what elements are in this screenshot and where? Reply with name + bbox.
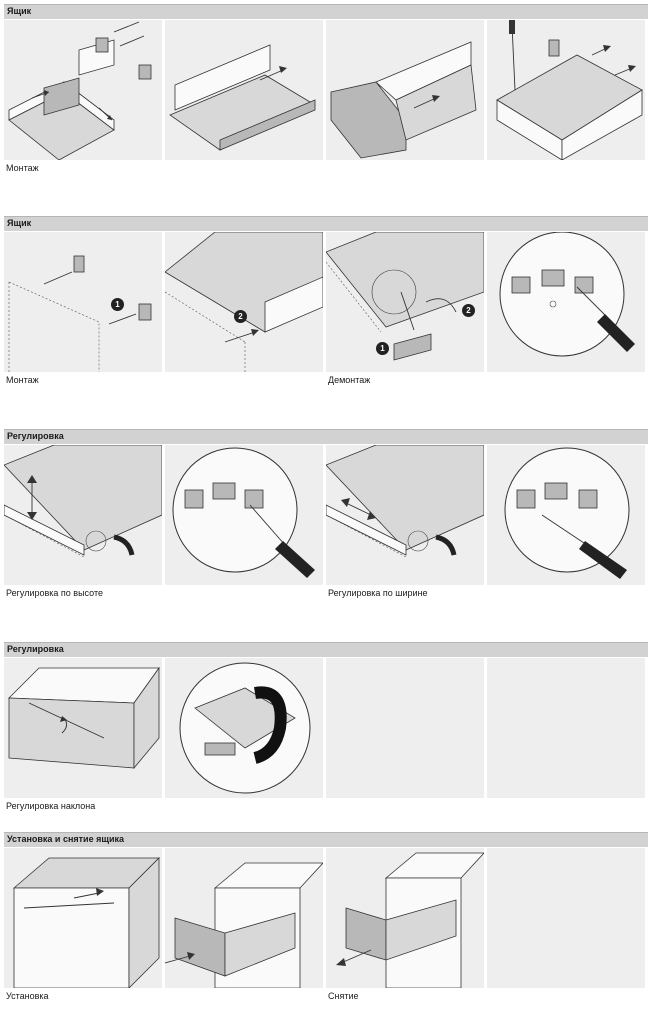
caption: Монтаж	[6, 163, 39, 173]
illustration-panel	[326, 848, 484, 988]
illustration-panel	[165, 848, 323, 988]
illustration-panel	[326, 20, 484, 160]
section-title: Регулировка	[7, 431, 64, 441]
illustration-panel	[487, 20, 645, 160]
illustration-panel	[487, 445, 645, 585]
illustration-panel	[487, 658, 645, 798]
section-title: Регулировка	[7, 644, 64, 654]
section-title: Ящик	[7, 6, 32, 16]
illustration-panel	[4, 445, 162, 585]
section-header: Ящик	[4, 4, 648, 19]
step-badge: 1	[376, 342, 389, 355]
illustration-panel	[165, 20, 323, 160]
illustration-panel	[165, 445, 323, 585]
caption: Регулировка по ширине	[328, 588, 428, 598]
illustration-panel: 1	[4, 232, 162, 372]
section-title: Ящик	[7, 218, 32, 228]
illustration-panel	[326, 445, 484, 585]
illustration-panel	[4, 658, 162, 798]
section-header: Регулировка	[4, 642, 648, 657]
illustration-panel	[487, 848, 645, 988]
section-header: Установка и снятие ящика	[4, 832, 648, 847]
caption: Демонтаж	[328, 375, 371, 385]
caption: Установка	[6, 991, 49, 1001]
step-badge: 2	[462, 304, 475, 317]
illustration-panel	[487, 232, 645, 372]
step-badge: 1	[111, 298, 124, 311]
illustration-panel	[326, 658, 484, 798]
illustration-panel: 2	[165, 232, 323, 372]
illustration-panel	[4, 20, 162, 160]
caption: Регулировка по высоте	[6, 588, 103, 598]
caption: Монтаж	[6, 375, 39, 385]
section-title: Установка и снятие ящика	[7, 834, 124, 844]
caption: Снятие	[328, 991, 359, 1001]
illustration-panel: 2 1	[326, 232, 484, 372]
illustration-panel	[165, 658, 323, 798]
step-badge: 2	[234, 310, 247, 323]
illustration-panel	[4, 848, 162, 988]
caption: Регулировка наклона	[6, 801, 96, 811]
section-header: Регулировка	[4, 429, 648, 444]
section-header: Ящик	[4, 216, 648, 231]
